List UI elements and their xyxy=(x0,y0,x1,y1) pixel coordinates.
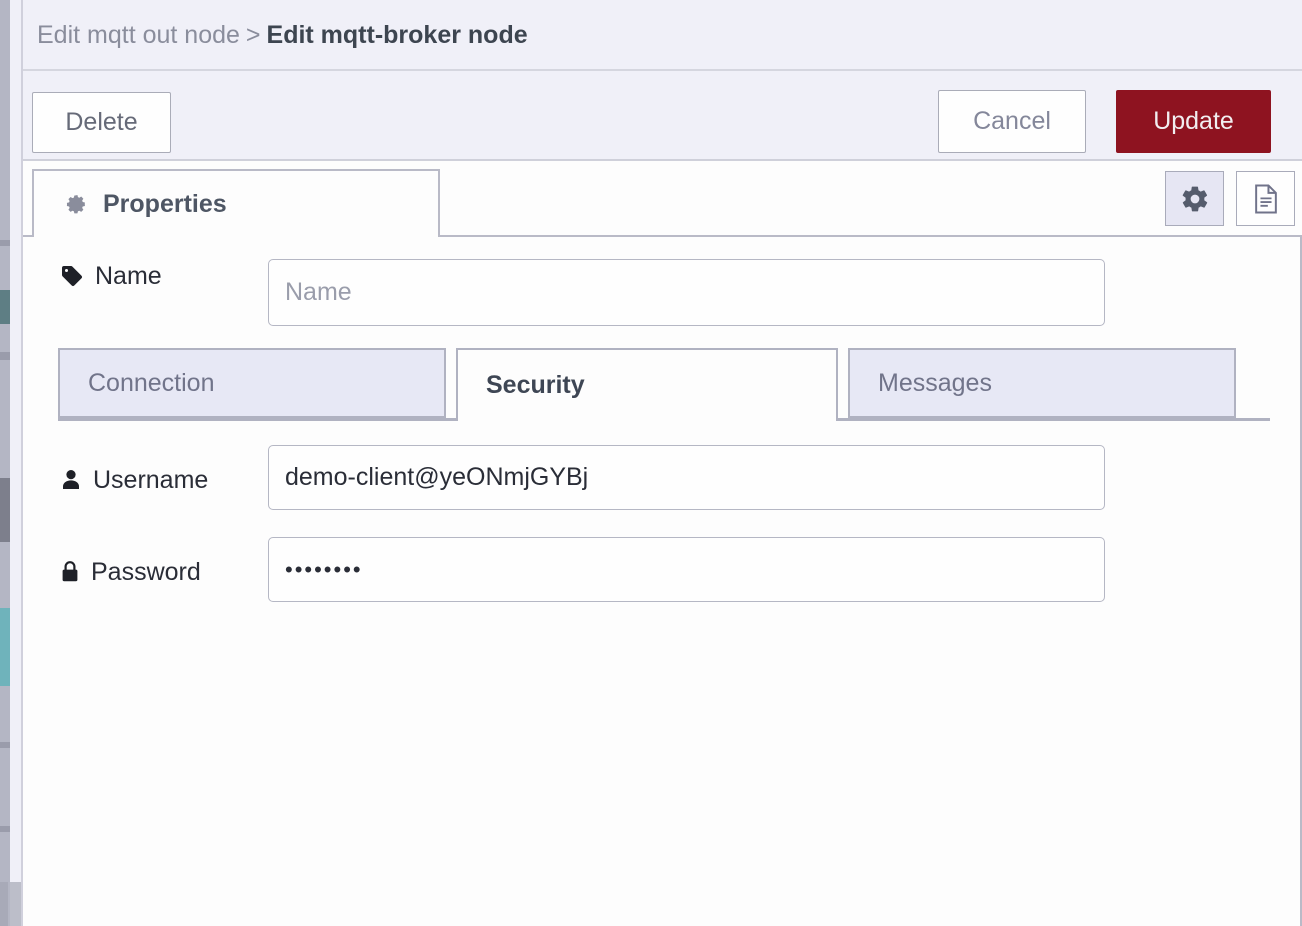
form-row-username: Username demo-client@yeONmjGYBj xyxy=(23,445,1302,515)
palette-fleck xyxy=(0,352,10,360)
username-label-text: Username xyxy=(93,465,209,494)
user-icon xyxy=(60,468,82,492)
background-gap-strip xyxy=(10,0,21,926)
name-input[interactable]: Name xyxy=(268,259,1105,326)
palette-fleck xyxy=(0,742,10,748)
breadcrumb-parent[interactable]: Edit mqtt out node xyxy=(37,21,240,49)
breadcrumb-current: Edit mqtt-broker node xyxy=(266,21,528,49)
dialog-header: Edit mqtt out node>Edit mqtt-broker node xyxy=(23,0,1302,71)
tab-properties-label: Properties xyxy=(103,189,227,218)
subtab-strip: Connection Security Messages xyxy=(23,348,1302,424)
subtab-security[interactable]: Security xyxy=(456,348,838,421)
dialog-left-edge xyxy=(21,0,23,926)
password-label: Password xyxy=(60,537,201,607)
tag-icon xyxy=(60,264,84,288)
description-toggle-button[interactable] xyxy=(1236,171,1295,226)
settings-toggle-button[interactable] xyxy=(1165,171,1224,226)
password-label-text: Password xyxy=(91,557,201,586)
name-label: Name xyxy=(60,241,162,311)
palette-fleck xyxy=(0,608,10,686)
cancel-button[interactable]: Cancel xyxy=(938,90,1086,153)
document-icon xyxy=(1251,183,1281,215)
password-input[interactable]: •••••••• xyxy=(268,537,1105,602)
canvas-scrollbar-thumb[interactable] xyxy=(10,882,21,926)
form-row-name: Name Name xyxy=(23,241,1302,326)
gear-icon xyxy=(1180,184,1210,214)
username-label: Username xyxy=(60,445,208,515)
update-button[interactable]: Update xyxy=(1116,90,1271,153)
properties-form: Name Name Connection Security Messages xyxy=(23,237,1302,926)
palette-fleck xyxy=(0,290,10,324)
username-input[interactable]: demo-client@yeONmjGYBj xyxy=(268,445,1105,510)
gear-icon xyxy=(63,191,89,217)
breadcrumb-separator: > xyxy=(245,21,261,49)
edit-dialog: Edit mqtt out node>Edit mqtt-broker node… xyxy=(23,0,1302,926)
canvas-scrollbar-track[interactable] xyxy=(0,882,8,926)
delete-button[interactable]: Delete xyxy=(32,92,171,153)
form-row-password: Password •••••••• xyxy=(23,537,1302,607)
palette-fleck xyxy=(0,478,10,542)
tab-properties[interactable]: Properties xyxy=(32,169,440,237)
dialog-toolbar: Delete Cancel Update xyxy=(23,71,1302,161)
background-palette-strip xyxy=(0,0,10,926)
lock-icon xyxy=(60,560,80,584)
tabstrip-baseline xyxy=(23,235,1302,237)
breadcrumb: Edit mqtt out node>Edit mqtt-broker node xyxy=(37,20,528,50)
subtab-connection[interactable]: Connection xyxy=(58,348,446,418)
palette-fleck xyxy=(0,826,10,832)
palette-fleck xyxy=(0,240,10,246)
name-label-text: Name xyxy=(95,261,162,290)
subtab-messages[interactable]: Messages xyxy=(848,348,1236,418)
active-tab-baseline-mask xyxy=(34,233,438,239)
dialog-tabstrip: Properties xyxy=(23,161,1302,239)
